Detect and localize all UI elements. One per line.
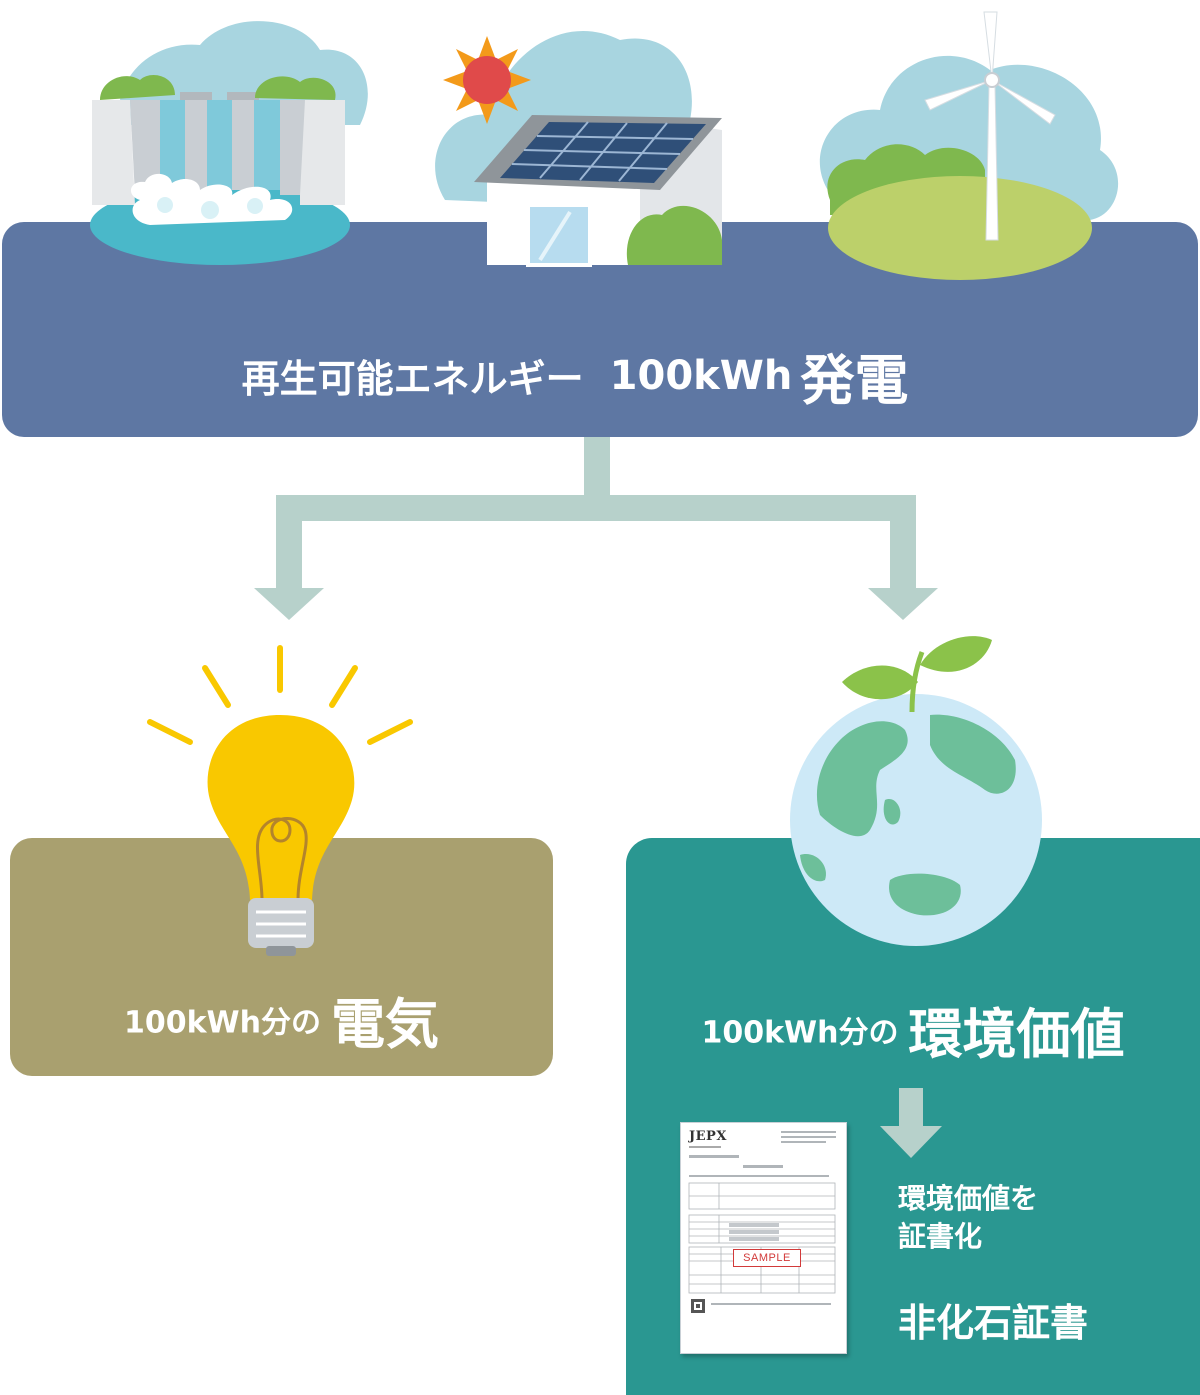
generation-action: 発電 (800, 349, 909, 412)
certificate-caption-line2: 証書化 (898, 1220, 983, 1253)
arrow-down-right-icon (868, 588, 938, 620)
arrow-down-icon (880, 1088, 942, 1160)
split-arrows (250, 437, 950, 622)
certificate-name: 非化石証書 (898, 1301, 1089, 1345)
electricity-title: 電気 (331, 993, 440, 1056)
hydro-dam-icon (90, 21, 368, 265)
env-value-title: 環境価値 (908, 1003, 1125, 1066)
light-bulb-icon (140, 640, 420, 960)
illustration-overlap (0, 222, 1200, 282)
jepx-logo: JEPX (689, 1129, 727, 1144)
renewable-sources-illustration (0, 0, 1200, 280)
certificate-caption-line1: 環境価値を (898, 1182, 1039, 1215)
electricity-caption: 100kWh分の電気 (10, 980, 553, 1059)
renewable-energy-label: 再生可能エネルギー (241, 357, 584, 401)
sample-stamp: SAMPLE (733, 1249, 801, 1267)
arrow-down-left-icon (254, 588, 324, 620)
env-value-prefix: 100kWh分の (701, 1015, 899, 1051)
earth-sprout-icon (780, 630, 1050, 950)
environmental-value-caption: 100kWh分の環境価値 (626, 990, 1200, 1069)
certificate-caption: 環境価値を 証書化 (898, 1180, 1158, 1256)
generation-amount: 100kWh (609, 352, 793, 399)
certificate-document-icon: JEPX (680, 1122, 847, 1354)
electricity-prefix: 100kWh分の (123, 1005, 322, 1041)
